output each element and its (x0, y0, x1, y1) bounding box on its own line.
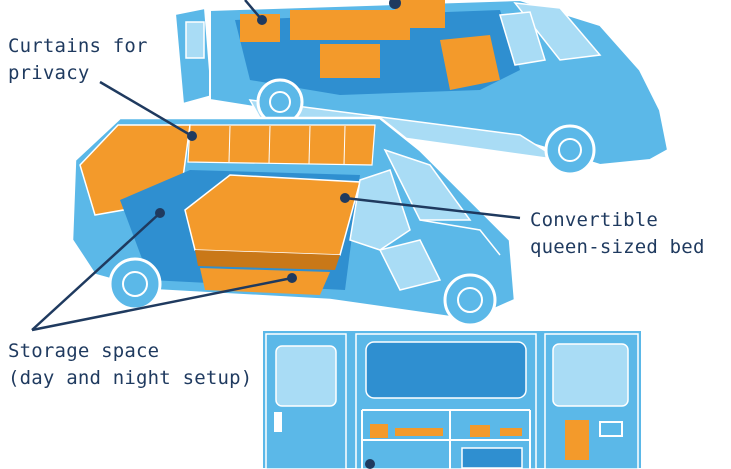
storage-callout-line-day (31, 212, 161, 331)
top-seat (440, 35, 500, 90)
curtains (187, 124, 376, 166)
storage-callout-dot-night (287, 273, 297, 283)
storage-label-line1: Storage space (8, 340, 160, 362)
top-bench (320, 44, 380, 78)
van-top-day-setup (173, 0, 670, 176)
callout-lines (31, 80, 521, 332)
bed-label-line2: queen-sized bed (530, 236, 705, 258)
storage-callout-line-night (31, 276, 293, 332)
curtains-label-line1: Curtains for (8, 35, 148, 57)
van-rear-view (261, 329, 643, 469)
storage-label: Storage space (day and night setup) (8, 338, 252, 392)
curtains-callout-line (99, 80, 193, 138)
queen-bed (184, 174, 361, 256)
curtains-callout-dot (187, 131, 197, 141)
curtains-label: Curtains for privacy (8, 33, 148, 87)
top-callout-dot (389, 0, 401, 9)
storage-label-line2: (day and night setup) (8, 367, 253, 389)
under-bed-storage (200, 268, 330, 295)
van-middle-night-setup (70, 116, 517, 327)
rear-storage-box (370, 424, 388, 438)
curtains-label-line2: privacy (8, 62, 90, 84)
rear-door-storage (565, 420, 589, 460)
bed-callout-dot (340, 193, 350, 203)
bed-label-line1: Convertible (530, 209, 659, 231)
top-table (395, 0, 445, 28)
bed-callout-line (344, 196, 521, 220)
storage-callout-dot-day (155, 208, 165, 218)
bed-label: Convertible queen-sized bed (530, 207, 705, 261)
